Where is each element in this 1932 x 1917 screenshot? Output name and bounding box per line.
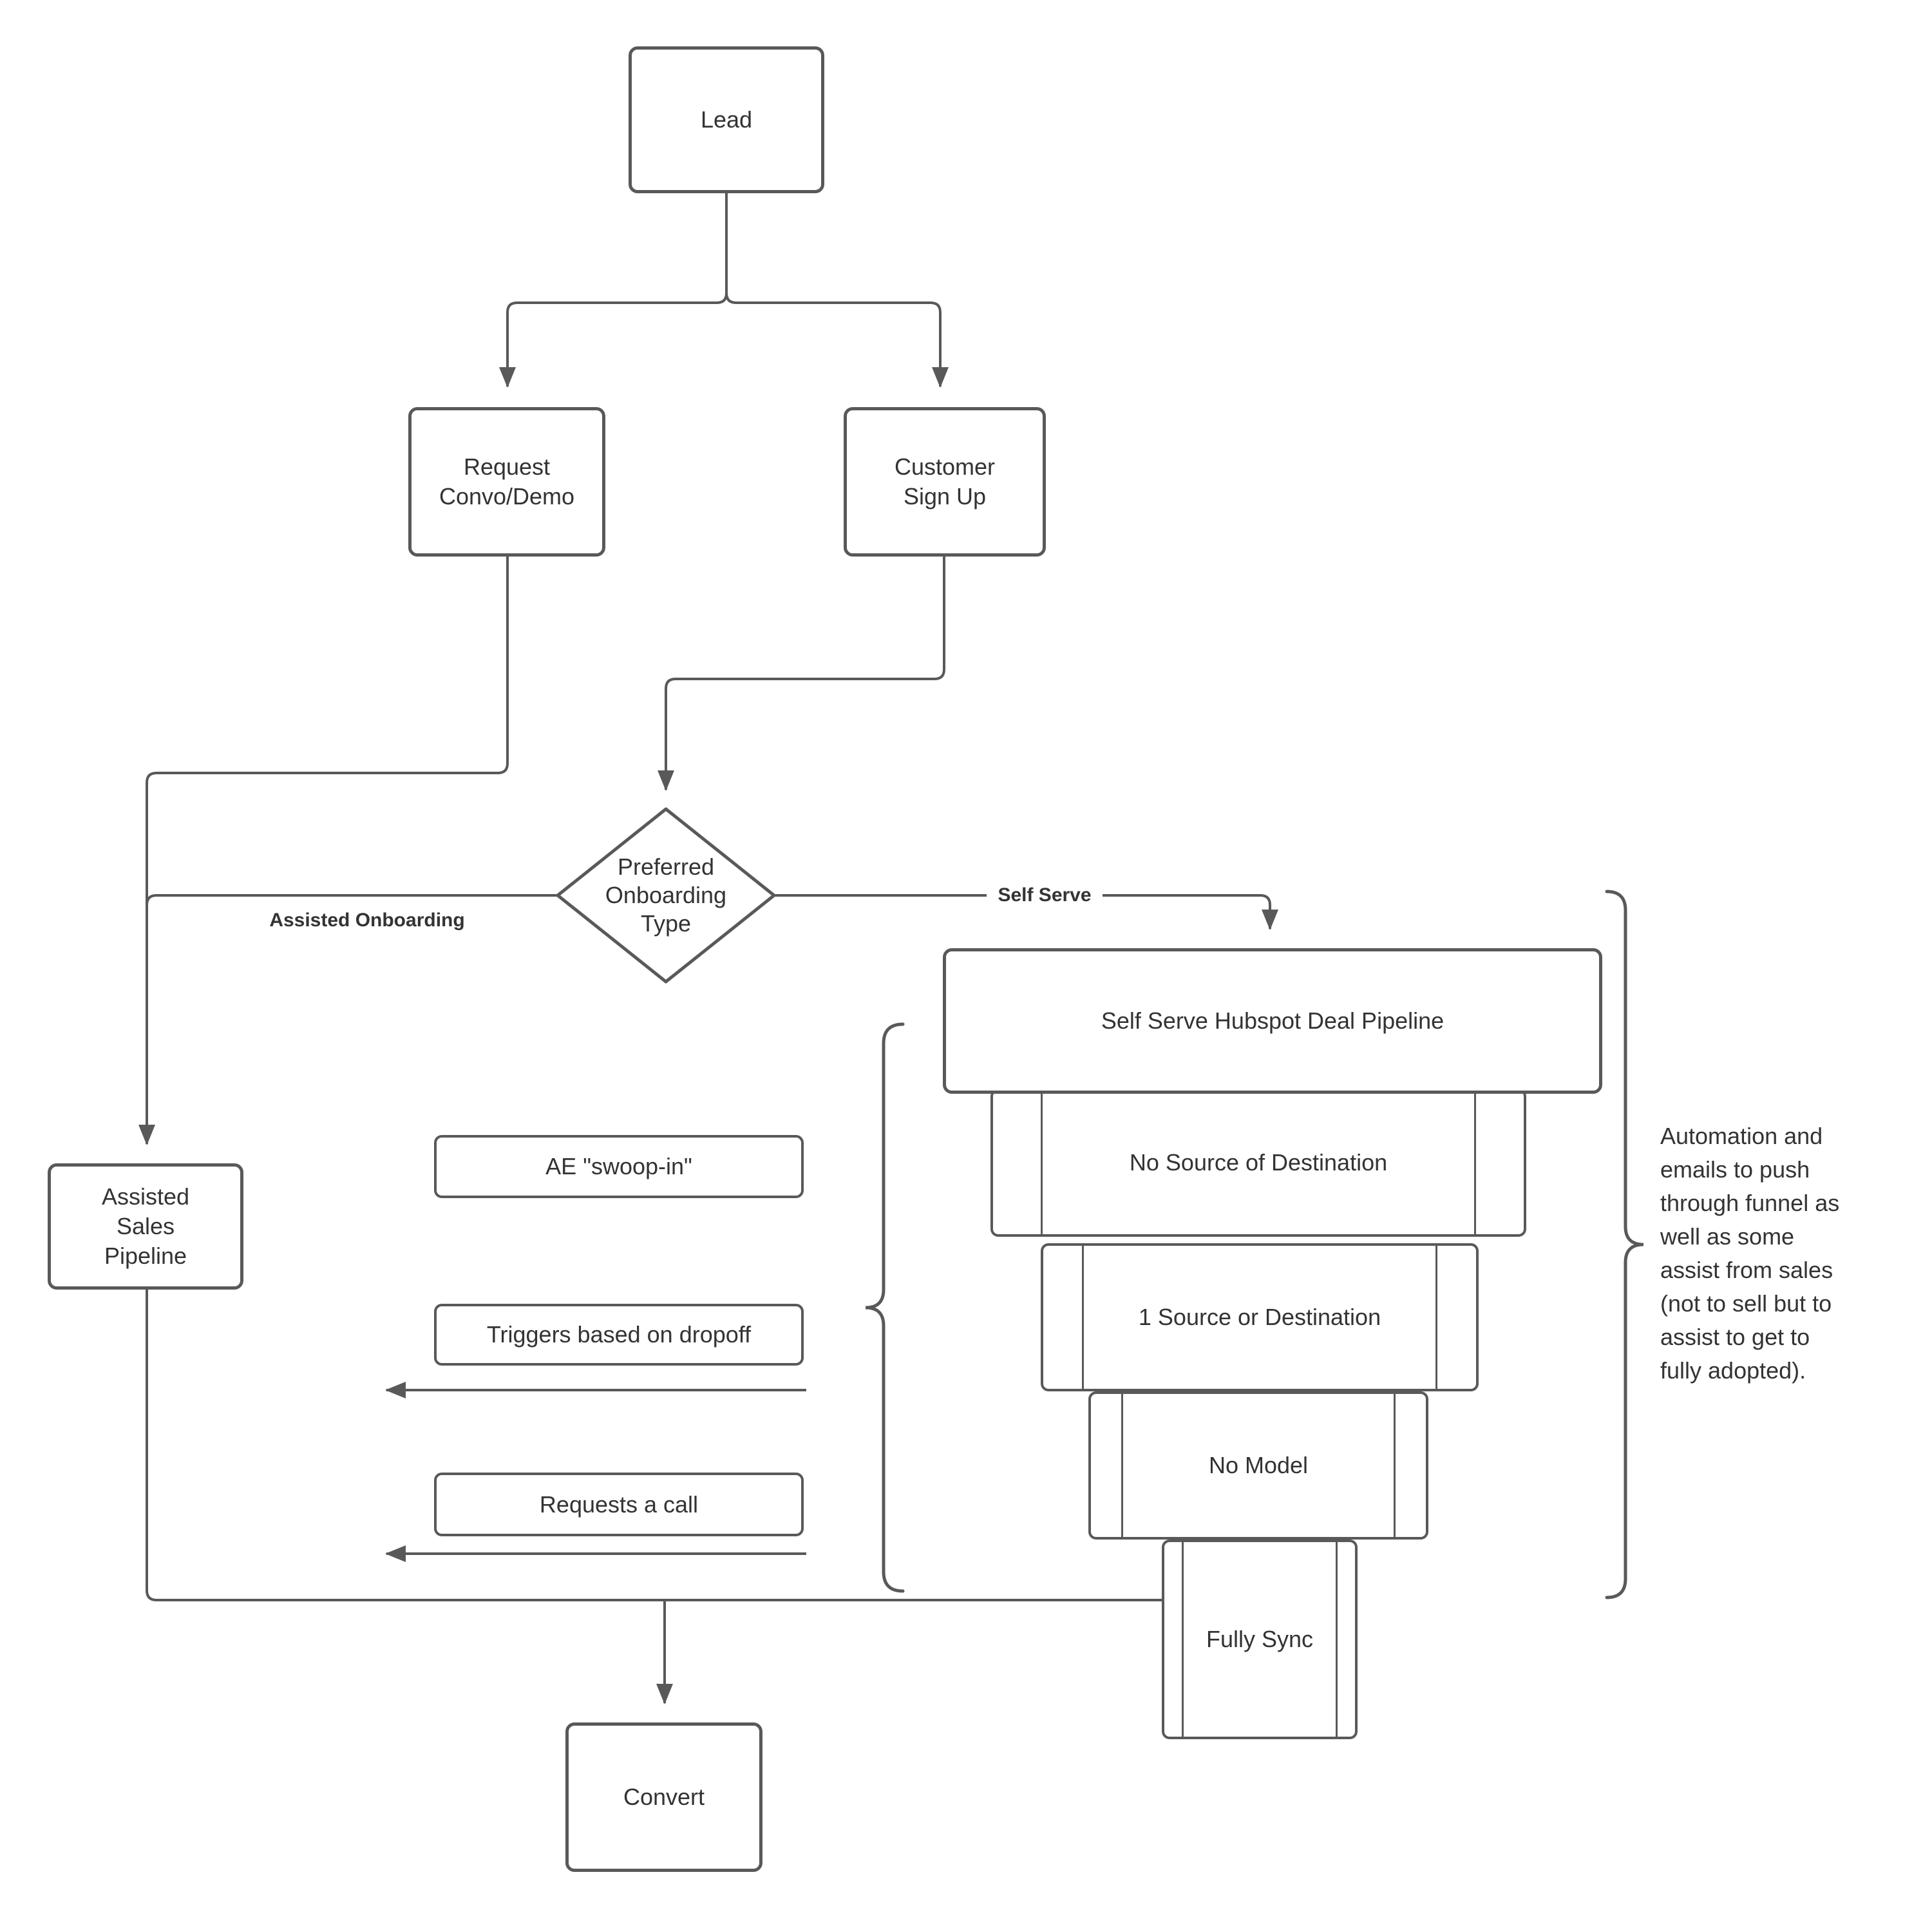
edge-lead-to-request (499, 193, 728, 388)
funnel-title-self-serve-pipeline: Self Serve Hubspot Deal Pipeline (943, 948, 1602, 1094)
node-signup-label: Customer Sign Up (894, 453, 996, 510)
annotation-text: Automation and emails to push through fu… (1660, 1123, 1840, 1384)
action-triggers-dropoff: Triggers based on dropoff (434, 1304, 804, 1366)
action-triggers-dropoff-label: Triggers based on dropoff (486, 1321, 752, 1348)
edge-decision-assisted-branch (146, 894, 558, 906)
left-brace (865, 1022, 905, 1593)
right-brace (1605, 890, 1644, 1599)
funnel-tier-no-model-label: No Model (1208, 1452, 1309, 1478)
funnel-tier-1-source: 1 Source or Destination (1041, 1243, 1479, 1391)
funnel-title-label: Self Serve Hubspot Deal Pipeline (1101, 1007, 1444, 1034)
node-customer-sign-up: Customer Sign Up (844, 407, 1046, 557)
action-ae-swoop-in-label: AE "swoop-in" (545, 1153, 692, 1179)
funnel-tier-divider-right (1435, 1246, 1437, 1389)
funnel-tier-divider-left (1041, 1091, 1043, 1234)
funnel-tier-divider-left (1082, 1246, 1084, 1389)
funnel-tier-fully-sync: Fully Sync (1162, 1540, 1358, 1739)
node-lead: Lead (629, 46, 824, 193)
funnel-tier-divider-right (1473, 1091, 1476, 1234)
node-lead-label: Lead (700, 106, 753, 133)
node-request-convo-demo: Request Convo/Demo (408, 407, 605, 557)
node-convert-label: Convert (623, 1784, 705, 1810)
funnel-tier-divider-right (1394, 1394, 1396, 1537)
funnel-tier-no-source: No Source of Destination (990, 1089, 1526, 1237)
action-requests-call-label: Requests a call (539, 1491, 699, 1518)
funnel-tier-fully-sync-label: Fully Sync (1206, 1626, 1314, 1652)
edge-label-assisted-onboarding: Assisted Onboarding (269, 910, 465, 931)
edge-bottom-connector (146, 1290, 1163, 1601)
funnel-tier-divider-left (1181, 1542, 1184, 1737)
node-assisted-pipeline-label: Assisted Sales Pipeline (101, 1183, 190, 1269)
funnel-tier-no-model: No Model (1088, 1391, 1428, 1540)
decision-diamond-shape (556, 807, 776, 984)
edge-request-to-assisted-pipeline (138, 557, 509, 1145)
funnel-tier-1-source-label: 1 Source or Destination (1138, 1304, 1381, 1330)
node-decision-label: Preferred Onboarding Type (605, 854, 727, 937)
node-request-label: Request Convo/Demo (439, 453, 575, 510)
edge-decision-selfserve-branch (774, 894, 1278, 930)
edge-lead-to-signup (725, 292, 949, 388)
action-requests-call: Requests a call (434, 1473, 804, 1536)
funnel-tier-divider-right (1336, 1542, 1338, 1737)
action-ae-swoop-in: AE "swoop-in" (434, 1135, 804, 1198)
funnel-tier-divider-left (1121, 1394, 1123, 1537)
edge-signup-to-decision (658, 557, 945, 791)
edge-label-self-serve: Self Serve (987, 881, 1103, 910)
funnel-tier-no-source-label: No Source of Destination (1129, 1149, 1388, 1176)
node-convert: Convert (565, 1722, 762, 1872)
node-assisted-sales-pipeline: Assisted Sales Pipeline (48, 1163, 243, 1290)
